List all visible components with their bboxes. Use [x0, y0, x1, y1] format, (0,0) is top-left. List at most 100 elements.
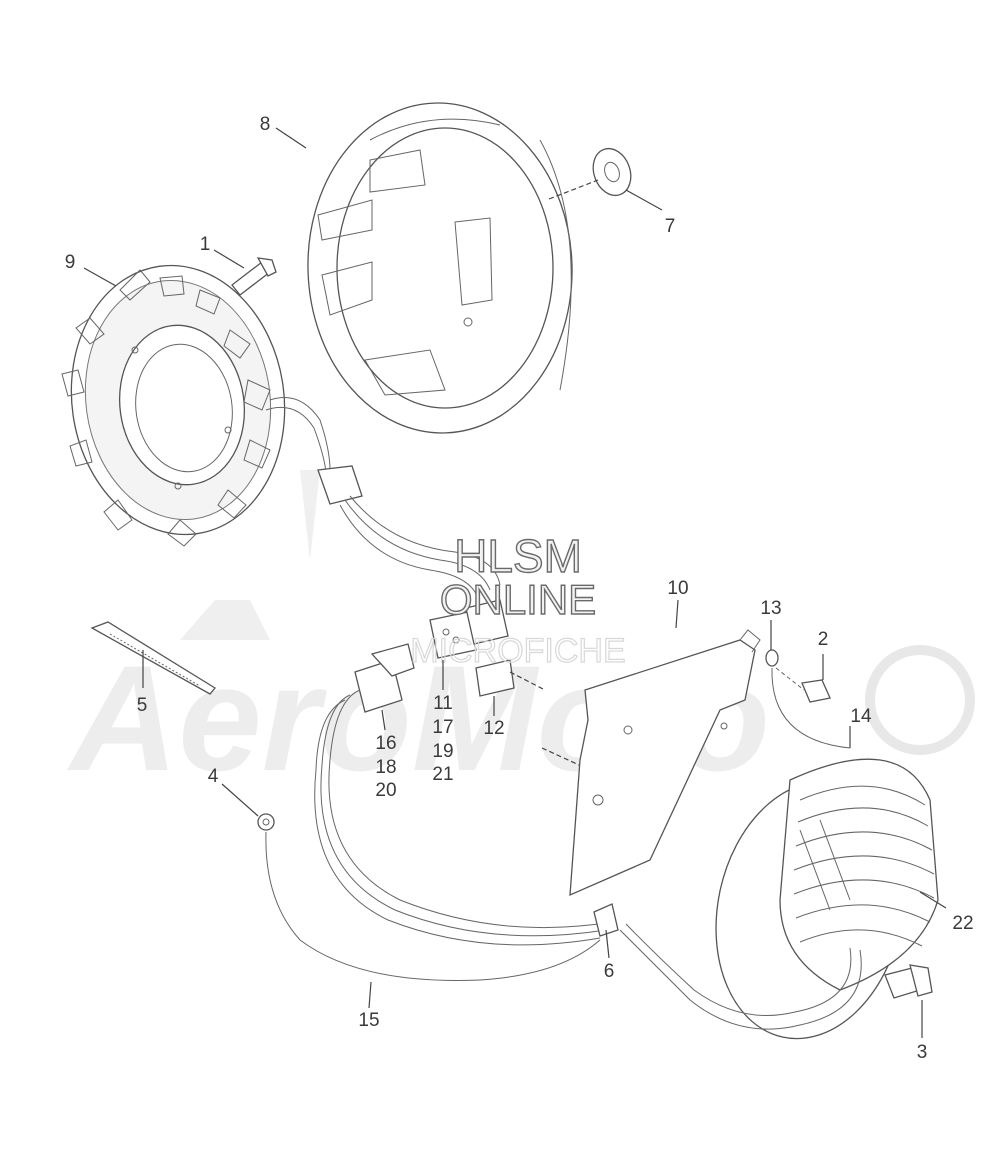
connector-body-11: [429, 611, 477, 659]
stator-bolt-hole-1: [131, 346, 139, 354]
callout-19: 19: [432, 741, 453, 762]
part-stator: [61, 264, 286, 547]
callout-labels: 1 2 3 4 5 6 7 8 9 10 11 17 19 21 12 13 1…: [65, 114, 974, 1063]
washer-13: [765, 649, 779, 667]
leader-16: [381, 709, 386, 731]
callout-21: 21: [432, 764, 453, 785]
rotor-magnet-2: [321, 261, 373, 316]
callout-1: 1: [200, 234, 211, 255]
bolt-3-head: [909, 964, 933, 997]
part-bolt-3: [884, 964, 933, 999]
leader-1: [213, 249, 245, 269]
rotor-hole: [463, 317, 473, 327]
rotor-hub-spline: [454, 217, 493, 306]
watermark-cathedral-icon: [180, 470, 320, 640]
regulator-ground-wire: [771, 667, 851, 749]
regulator-main-cable-2: [625, 923, 852, 1017]
washer-axis-line: [548, 179, 599, 200]
leader-8: [275, 127, 307, 149]
bolt-2-axis: [775, 667, 805, 691]
callout-9: 9: [65, 252, 76, 273]
washer-hole: [604, 161, 620, 183]
callout-10: 10: [667, 578, 688, 599]
part-regulator: [715, 758, 939, 1040]
callout-22: 22: [952, 913, 973, 934]
callout-8: 8: [260, 114, 271, 135]
hlsm-watermark: HLSM ONLINE MICROFICHE: [410, 529, 627, 670]
washer-outer: [592, 147, 632, 197]
part-washer: [548, 147, 632, 200]
callout-13: 13: [760, 598, 781, 619]
leader-lines: [83, 127, 947, 1038]
screw-head: [256, 257, 277, 277]
callout-17: 17: [432, 717, 453, 738]
callout-12: 12: [483, 718, 504, 739]
stator-lead-2: [339, 504, 479, 599]
stator-harness: [265, 397, 501, 599]
part-washer-13: [765, 649, 779, 667]
regulator-main-cable-1: [619, 929, 862, 1030]
callout-6: 6: [604, 961, 615, 982]
bracket-plate: [569, 639, 756, 897]
stator-bore-inner: [135, 343, 233, 473]
stator-lead-1: [344, 499, 491, 591]
stator-grommet: [317, 465, 363, 505]
callout-2: 2: [818, 629, 829, 650]
callout-16: 16: [375, 733, 396, 754]
part-screw-1: [231, 257, 277, 296]
cable-tie-strap: [90, 621, 216, 695]
bracket-hole-1: [623, 725, 633, 735]
cable-strap-6: [593, 903, 619, 937]
watermark-wheel-icon: [865, 645, 975, 755]
leader-22: [919, 891, 947, 909]
stator-bolt-hole-3: [174, 482, 182, 490]
ring-terminal: [257, 813, 275, 831]
connector-latch-16: [370, 643, 415, 677]
watermark-line-1: HLSM: [454, 530, 582, 582]
watermark-line-2: ONLINE: [440, 576, 596, 623]
ground-wire-cable: [265, 831, 601, 981]
rotor-magnet-3: [364, 349, 446, 396]
callout-4: 4: [208, 766, 219, 787]
rotor-magnet-edge: [369, 118, 501, 141]
bracket-tab: [739, 629, 761, 653]
bolt-2-head: [801, 679, 831, 703]
stator-lead-3: [349, 495, 501, 586]
part-bracket: [569, 629, 761, 897]
rotor-magnet-4: [369, 149, 426, 193]
callout-15: 15: [358, 1010, 379, 1031]
watermark-line-3: MICROFICHE: [410, 632, 625, 670]
leader-7: [625, 189, 663, 211]
stator-poles: [61, 269, 271, 547]
regulator-lead-1: [328, 689, 613, 929]
leader-6: [605, 929, 610, 959]
rotor-magnet-1: [317, 199, 373, 241]
rotor-rim-depth: [539, 139, 572, 391]
stator-wire-2: [265, 406, 327, 473]
cable-tie-teeth: [109, 633, 201, 687]
bracket-hole-3: [720, 722, 728, 730]
stator-center-bore: [118, 324, 246, 486]
bracket-hole-2: [592, 794, 604, 806]
rotor-inner-ring: [336, 127, 554, 409]
regulator-lead-2: [320, 694, 607, 937]
callout-14: 14: [850, 706, 872, 727]
callout-18: 18: [375, 757, 396, 778]
clip-axis-line: [509, 671, 546, 691]
leader-15: [368, 981, 372, 1009]
part-cable-tie: [90, 621, 216, 695]
clip-body: [475, 659, 515, 697]
part-regulator-connector: [354, 643, 415, 713]
regulator-finned-body: [779, 758, 939, 991]
connector-pin-2: [452, 636, 460, 644]
callout-5: 5: [137, 695, 148, 716]
leader-9: [83, 267, 117, 287]
connector-pin-1: [442, 628, 450, 636]
ring-terminal-hole: [262, 818, 270, 826]
part-stator-connector: [429, 599, 509, 659]
stator-bolt-hole-2: [224, 426, 232, 434]
part-ground-wire: [257, 813, 601, 981]
connector-mate: [465, 599, 509, 645]
regulator-lead-3: [314, 699, 601, 946]
